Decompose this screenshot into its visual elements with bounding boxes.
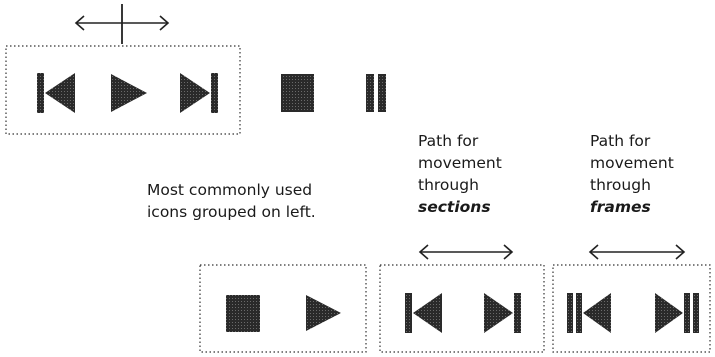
caption-sections-line-1: Path for [418, 132, 479, 150]
skip-forward-icon [484, 293, 521, 333]
caption-sections: Path for movement through sections [418, 130, 502, 218]
caption-common-icons: Most commonly used icons grouped on left… [147, 179, 316, 223]
caption-frames-line-1: Path for [590, 132, 651, 150]
stop-icon [281, 74, 314, 112]
caption-frames-line-3: through [590, 176, 651, 194]
caption-frames-emphasis: frames [590, 198, 651, 216]
caption-sections-line-2: movement [418, 154, 502, 172]
top-group-frame [5, 45, 241, 135]
caption-sections-line-3: through [418, 176, 479, 194]
sections-double-arrow [418, 244, 514, 260]
play-icon [306, 295, 341, 331]
bottom-group-frame-sections [379, 264, 545, 353]
bottom-group-frame-frames [552, 264, 711, 353]
pause-icon [366, 74, 386, 112]
bottom-group-frame-common [199, 264, 367, 353]
skip-back-icon [37, 73, 75, 113]
caption-sections-emphasis: sections [418, 198, 491, 216]
caption-frames: Path for movement through frames [590, 130, 674, 218]
skip-back-icon [405, 293, 442, 333]
frame-back-icon [567, 293, 611, 333]
top-double-arrow [74, 4, 170, 44]
caption-common-line-2: icons grouped on left. [147, 203, 316, 221]
caption-common-line-1: Most commonly used [147, 181, 313, 199]
stop-icon [226, 295, 260, 332]
frames-double-arrow [588, 244, 686, 260]
play-icon [111, 74, 147, 112]
frame-forward-icon [655, 293, 699, 333]
skip-forward-icon [180, 73, 218, 113]
caption-frames-line-2: movement [590, 154, 674, 172]
